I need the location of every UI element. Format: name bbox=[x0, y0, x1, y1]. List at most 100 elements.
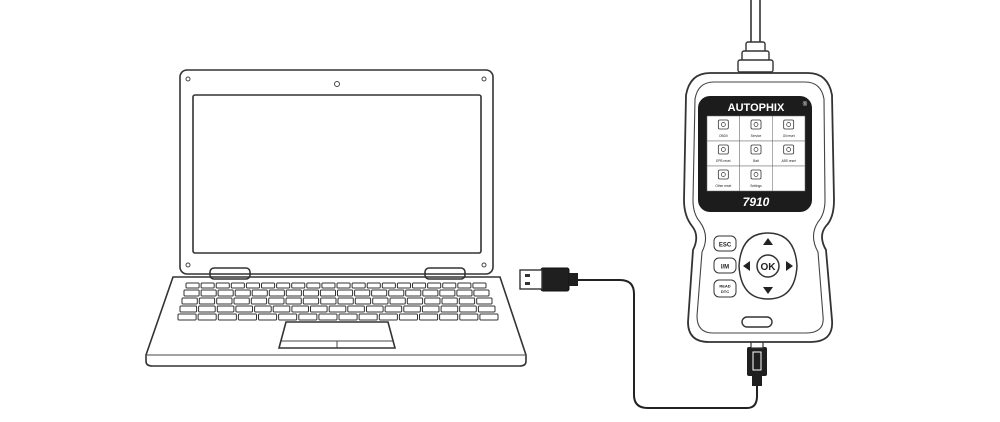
ok-button-label: OK bbox=[761, 262, 777, 273]
keyboard-key bbox=[419, 313, 439, 321]
hinge-left bbox=[209, 267, 251, 280]
im-button[interactable] bbox=[713, 257, 737, 274]
keyboard-key bbox=[291, 305, 309, 313]
im-button-label: I/M bbox=[721, 265, 729, 271]
keyboard-key bbox=[268, 297, 285, 305]
lid-screw-bl bbox=[185, 262, 191, 268]
lid-screw-tl bbox=[185, 76, 191, 82]
menu-tile[interactable]: Batt bbox=[739, 140, 773, 167]
keyboard-key bbox=[422, 289, 439, 297]
menu-tile[interactable] bbox=[772, 165, 806, 192]
keyboard-key bbox=[354, 297, 372, 305]
menu-tile[interactable]: OBDII bbox=[706, 115, 740, 142]
ok-button[interactable] bbox=[756, 254, 780, 278]
obd-cable bbox=[750, 0, 761, 45]
keyboard-key bbox=[384, 305, 403, 313]
menu-tile[interactable]: Service bbox=[739, 115, 773, 142]
keyboard-key bbox=[358, 313, 378, 321]
keyboard-key bbox=[398, 313, 418, 321]
keyboard-key bbox=[388, 289, 405, 297]
keyboard-key bbox=[366, 282, 381, 289]
hinge-right bbox=[424, 267, 466, 280]
esc-button[interactable] bbox=[713, 235, 737, 252]
keyboard-key bbox=[354, 289, 371, 297]
keyboard-key bbox=[347, 305, 365, 313]
menu-tile[interactable]: EPB reset bbox=[706, 140, 740, 167]
keyboard-key bbox=[328, 305, 347, 313]
keyboard-key bbox=[427, 282, 442, 289]
menu-tile-label: EPB reset bbox=[716, 159, 730, 163]
laptop-screen bbox=[192, 94, 482, 254]
menu-tile-label: Settings bbox=[750, 184, 762, 188]
keyboard-key bbox=[472, 282, 487, 289]
keyboard-key bbox=[179, 305, 198, 313]
up-arrow-icon[interactable] bbox=[763, 238, 773, 245]
keyboard-key bbox=[473, 289, 490, 297]
keyboard-key bbox=[185, 282, 200, 289]
keyboard-key bbox=[302, 297, 320, 305]
keyboard-key bbox=[412, 282, 427, 289]
left-arrow-icon[interactable] bbox=[743, 261, 750, 271]
car-service-icon bbox=[750, 119, 762, 130]
menu-tile-label: OBDII bbox=[719, 134, 728, 138]
lid-screw-br bbox=[481, 262, 487, 268]
keyboard-key bbox=[421, 305, 440, 313]
menu-tile[interactable]: Oil reset bbox=[772, 115, 806, 142]
keyboard-key bbox=[285, 297, 302, 305]
keyboard-key bbox=[268, 289, 285, 297]
menu-tile[interactable]: Settings bbox=[739, 165, 773, 192]
keyboard-key bbox=[230, 282, 245, 289]
brand-logo: AUTOPHIX bbox=[728, 102, 785, 114]
registered-mark: ® bbox=[803, 101, 808, 108]
keyboard-key bbox=[298, 313, 318, 321]
keyboard-key bbox=[337, 289, 354, 297]
keyboard-key bbox=[306, 282, 321, 289]
oil-can-icon bbox=[783, 119, 795, 130]
keyboard-key bbox=[337, 297, 354, 305]
keyboard-key bbox=[216, 305, 235, 313]
keyboard-key bbox=[366, 305, 384, 313]
keyboard-key bbox=[396, 282, 411, 289]
menu-tile[interactable]: Other reset bbox=[706, 165, 740, 192]
keyboard-key bbox=[381, 282, 396, 289]
abs-icon bbox=[783, 144, 795, 155]
keyboard-key bbox=[456, 289, 473, 297]
down-arrow-icon[interactable] bbox=[763, 287, 773, 294]
right-arrow-icon[interactable] bbox=[786, 261, 793, 271]
read-dtc-button[interactable] bbox=[713, 279, 737, 298]
menu-tile-label: ABS reset bbox=[781, 159, 795, 163]
keyboard-key bbox=[459, 313, 479, 321]
keyboard-key bbox=[378, 313, 398, 321]
read-dtc-label-line1: READ bbox=[719, 284, 730, 289]
keyboard-key bbox=[441, 297, 458, 305]
keyboard-key bbox=[302, 289, 319, 297]
settings-gear-icon bbox=[750, 169, 762, 180]
keyboard-key bbox=[181, 297, 198, 305]
usb-a-plug-body bbox=[540, 267, 570, 292]
keyboard-key bbox=[197, 313, 217, 321]
keyboard-key bbox=[272, 305, 291, 313]
keyboard-key bbox=[276, 282, 291, 289]
keyboard-key bbox=[235, 305, 253, 313]
webcam bbox=[334, 81, 340, 87]
battery-icon bbox=[750, 144, 762, 155]
usb-cable bbox=[519, 267, 767, 409]
keyboard-key bbox=[250, 297, 268, 305]
usb-a-plug-slot-2 bbox=[525, 282, 530, 285]
brake-disc-icon bbox=[717, 144, 729, 155]
keyboard-key bbox=[261, 282, 276, 289]
keyboard-key bbox=[389, 297, 406, 305]
menu-tile-label: Batt bbox=[753, 159, 759, 163]
keyboard-key bbox=[439, 313, 459, 321]
menu-tile-label: Oil reset bbox=[783, 134, 795, 138]
keyboard-key bbox=[405, 289, 422, 297]
keyboard-key bbox=[336, 282, 351, 289]
laptop-lid bbox=[179, 69, 494, 275]
menu-tile[interactable]: ABS reset bbox=[772, 140, 806, 167]
laptop bbox=[145, 69, 527, 367]
keyboard-key bbox=[479, 313, 499, 321]
keyboard-key bbox=[234, 289, 251, 297]
